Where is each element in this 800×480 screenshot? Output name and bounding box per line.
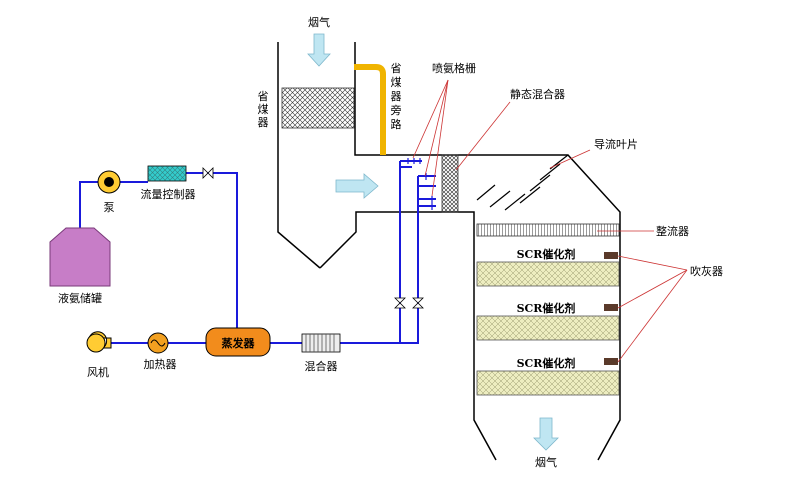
catalyst-label-3: SCR催化剂	[517, 356, 576, 370]
fan-icon	[86, 331, 112, 353]
svg-text:旁: 旁	[391, 103, 402, 117]
economizer-bypass-pipe	[354, 64, 386, 155]
guide-vanes	[476, 154, 569, 211]
valve-top	[202, 167, 214, 179]
svg-text:煤: 煤	[258, 103, 269, 116]
svg-text:省: 省	[391, 62, 402, 75]
flue-gas-in-label: 烟气	[308, 15, 330, 29]
catalyst-layer-2	[476, 315, 620, 341]
flow-controller-label: 流量控制器	[141, 187, 196, 201]
flue-gas-out-arrow	[533, 417, 559, 451]
valve-riser-right	[412, 297, 424, 309]
mixer-box	[301, 333, 341, 353]
fan-label: 风机	[87, 365, 109, 379]
catalyst-label-1: SCR催化剂	[517, 247, 576, 261]
economizer-block	[281, 87, 355, 129]
pump-icon	[97, 170, 121, 194]
heater-icon	[147, 332, 169, 354]
svg-text:路: 路	[391, 118, 402, 131]
flue-gas-duct-arrow	[335, 173, 379, 199]
soot-blower-label: 吹灰器	[690, 264, 723, 278]
aig-nozzles	[407, 158, 433, 210]
soot-blower-2	[604, 304, 618, 311]
mixer-label: 混合器	[305, 359, 338, 373]
svg-text:器: 器	[391, 90, 402, 103]
leader-lines	[412, 79, 688, 363]
heater-label: 加热器	[144, 358, 177, 371]
boiler-duct	[277, 42, 621, 461]
flue-gas-out-label: 烟气	[535, 455, 557, 469]
catalyst-label-2: SCR催化剂	[517, 301, 576, 315]
evaporator-label: 蒸发器	[222, 336, 256, 350]
ammonia-tank-shape	[49, 227, 111, 287]
static-mixer-block	[441, 154, 459, 213]
soot-blower-3	[604, 358, 618, 365]
flow-straightener-label: 整流器	[656, 224, 689, 238]
aig-label: 喷氨格栅	[432, 61, 476, 75]
flow-controller-hatch	[148, 166, 186, 181]
economizer-bypass-label: 省 煤 器 旁 路	[391, 62, 402, 131]
economizer-label: 省 煤 器	[258, 90, 269, 129]
soot-blower-1	[604, 252, 618, 259]
svg-text:器: 器	[258, 116, 269, 129]
guide-vanes-label: 导流叶片	[594, 137, 638, 151]
evaporator-box	[205, 327, 271, 357]
ammonia-tank-label: 液氨储罐	[58, 291, 102, 305]
svg-text:省: 省	[258, 90, 269, 103]
flue-gas-in-arrow	[307, 33, 331, 67]
valve-riser-left	[394, 297, 406, 309]
svg-text:煤: 煤	[391, 76, 402, 89]
static-mixer-label: 静态混合器	[510, 87, 565, 101]
flow-straightener-block	[476, 223, 620, 237]
catalyst-layer-1	[476, 261, 620, 287]
catalyst-layer-3	[476, 370, 620, 396]
ammonia-piping	[79, 160, 436, 344]
pump-label: 泵	[104, 201, 115, 214]
